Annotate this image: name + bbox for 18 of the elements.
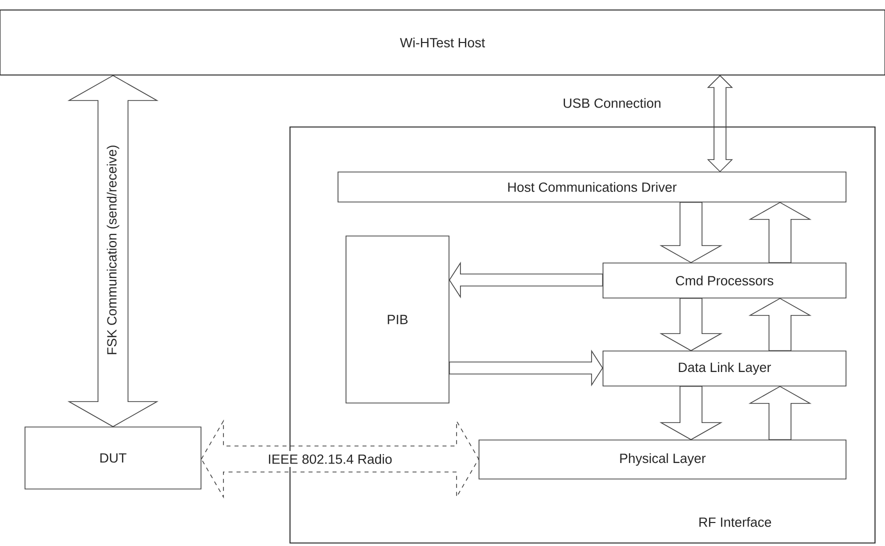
block-arrow: [449, 350, 604, 386]
block-arrow: [68, 75, 159, 428]
block-arrow: [748, 386, 812, 440]
pib-box: PIB: [346, 236, 450, 404]
block-arrow: [659, 298, 723, 352]
layer-box: Physical Layer: [478, 440, 846, 480]
device-box: DUT: [24, 426, 202, 490]
block-arrow: [448, 262, 603, 298]
block-arrow: [748, 298, 812, 351]
block-arrow: [659, 386, 723, 440]
block-arrow: [659, 202, 723, 264]
host-band: Wi-HTest Host: [0, 9, 885, 76]
layer-box: Data Link Layer: [602, 350, 846, 386]
layer-box: Host Communications Driver: [338, 172, 846, 202]
edge-label: USB Connection: [564, 98, 660, 108]
edge-label: FSK Communication (send/receive): [106, 146, 120, 354]
block-arrow: [748, 202, 812, 263]
layer-box: Cmd Processors: [602, 262, 846, 298]
